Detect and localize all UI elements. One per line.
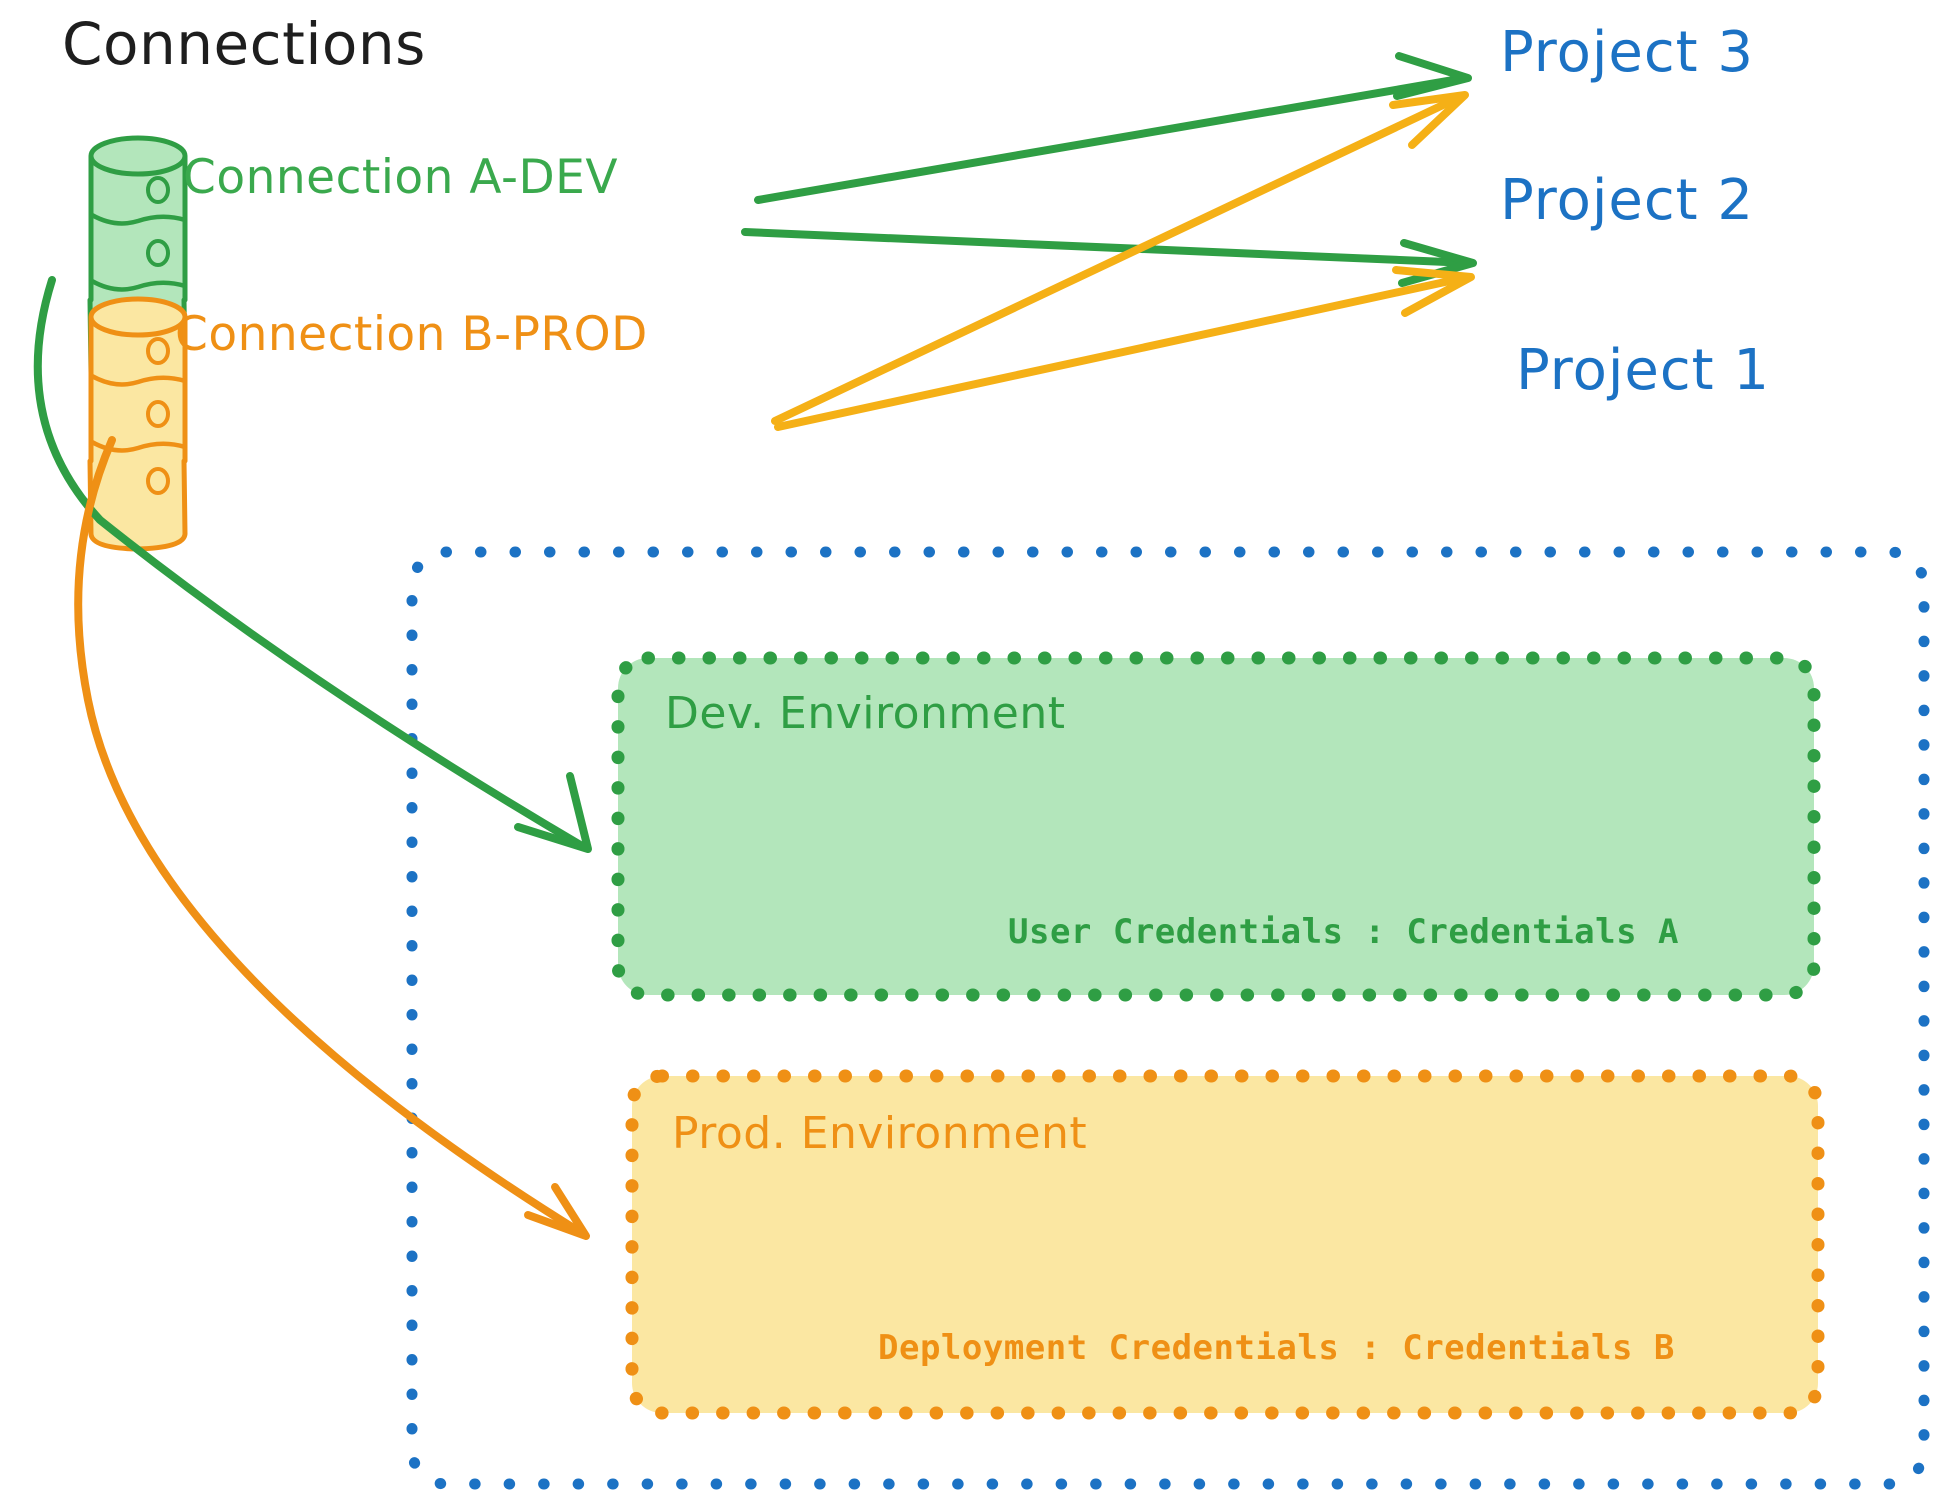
connector-b-prod-to-project-3 — [771, 91, 1469, 425]
connection-label-b-prod[interactable]: Connection B-PROD — [175, 307, 648, 362]
connector-a-dev-to-project-3 — [754, 52, 1472, 204]
dev-environment-box[interactable] — [611, 651, 1821, 1002]
page-title: Connections — [62, 10, 426, 78]
project-label-project-1[interactable]: Project 1 — [1516, 338, 1771, 403]
database-icon-b-prod[interactable] — [87, 296, 188, 552]
connector-b-prod-to-prod-environment — [74, 436, 590, 1240]
connector-a-dev-to-dev-environment — [33, 276, 592, 853]
connection-label-a-dev[interactable]: Connection A-DEV — [183, 150, 618, 205]
dev-environment-credentials: User Credentials : Credentials A — [1008, 912, 1680, 952]
dev-environment-title: Dev. Environment — [665, 688, 1066, 739]
project-label-project-3[interactable]: Project 3 — [1500, 20, 1755, 85]
prod-environment-title: Prod. Environment — [672, 1108, 1088, 1159]
prod-environment-box[interactable] — [625, 1069, 1825, 1420]
connector-b-prod-to-project-2 — [774, 266, 1475, 431]
project-label-project-2[interactable]: Project 2 — [1500, 168, 1755, 233]
project-1-container — [406, 546, 1930, 1490]
prod-environment-credentials: Deployment Credentials : Credentials B — [878, 1328, 1675, 1368]
connector-a-dev-to-project-2 — [741, 228, 1477, 287]
